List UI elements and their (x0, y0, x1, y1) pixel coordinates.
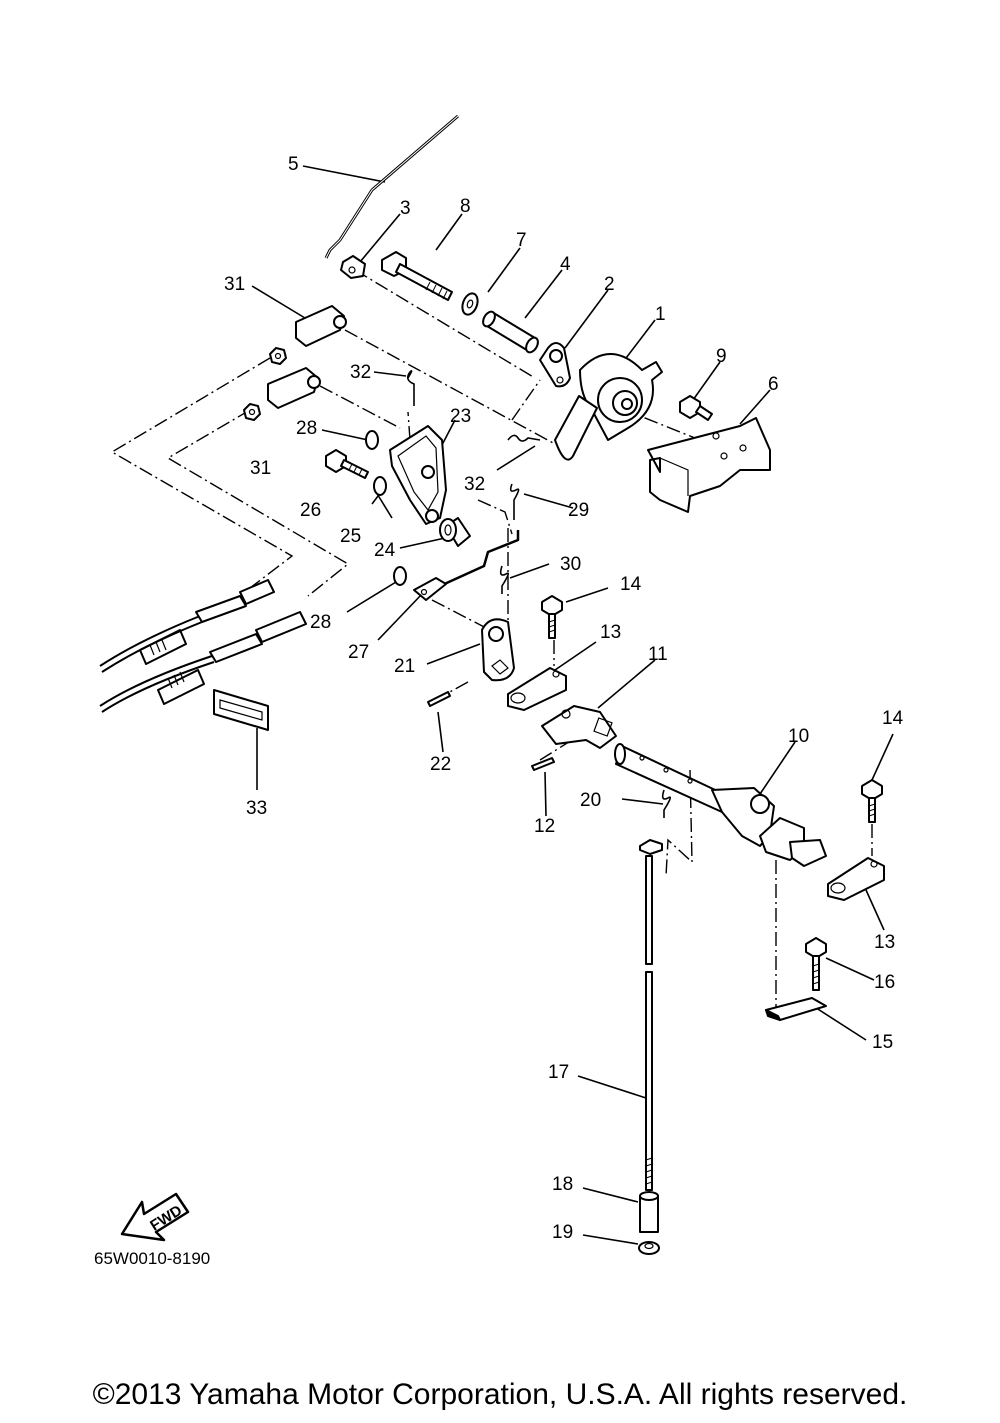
part-17-rod (639, 839, 663, 1191)
callout-32-upper: 32 (350, 362, 371, 383)
part-20-clip (661, 789, 672, 818)
callout-5: 5 (288, 154, 299, 175)
part-2-lever (539, 342, 571, 388)
callout-25: 25 (340, 526, 361, 547)
callout-31-lower: 31 (250, 458, 271, 479)
callout-1: 1 (655, 304, 666, 325)
remote-control-cables (99, 579, 307, 713)
callout-23: 23 (450, 406, 471, 427)
callout-30: 30 (560, 554, 581, 575)
part-23-lever (389, 425, 447, 525)
part-3-link (340, 255, 366, 279)
part-16-screw (805, 937, 827, 991)
callout-20: 20 (580, 790, 601, 811)
callout-27: 27 (348, 642, 369, 663)
part-code: 65W0010-8190 (94, 1249, 210, 1268)
callout-13-lower: 13 (874, 932, 895, 953)
part-33-label (213, 689, 269, 731)
callout-28-lower: 28 (310, 612, 331, 633)
part-27-link-rod (413, 530, 520, 601)
part-26-bolt (325, 449, 369, 479)
callout-22: 22 (430, 754, 451, 775)
callout-2: 2 (604, 274, 615, 295)
part-32-clip-lower (507, 434, 541, 442)
callout-9: 9 (716, 346, 727, 367)
part-18-spacer (639, 1191, 659, 1233)
callout-13-upper: 13 (600, 622, 621, 643)
callout-14-lower: 14 (882, 708, 904, 729)
part-11-lever (541, 705, 617, 749)
part-4-collar (482, 310, 539, 354)
copyright-notice: ©2013 Yamaha Motor Corporation, U.S.A. A… (92, 1378, 908, 1411)
callout-7: 7 (516, 230, 527, 251)
part-30-clip (499, 565, 510, 594)
part-28-washer-lower (393, 566, 407, 586)
callout-28-upper: 28 (296, 418, 317, 439)
part-9-screw (679, 395, 713, 421)
part-31-joint-upper (269, 305, 347, 365)
part-28-washer-upper (365, 430, 379, 450)
callout-8: 8 (460, 196, 471, 217)
part-22-pin (427, 691, 451, 707)
callout-19: 19 (552, 1222, 573, 1243)
callout-6: 6 (768, 374, 779, 395)
callout-4: 4 (560, 254, 571, 275)
part-29-clip (509, 483, 520, 520)
part-12-pin (531, 757, 555, 771)
callout-3: 3 (400, 198, 411, 219)
part-5-rod (324, 114, 459, 259)
part-6-bracket (647, 417, 771, 513)
callout-15: 15 (872, 1032, 893, 1053)
part-25-washer (373, 476, 387, 496)
callout-labels: 5 3 8 7 4 2 1 9 6 31 32 28 23 31 32 29 2… (94, 154, 904, 1268)
part-10-shaft (614, 743, 827, 867)
part-14-bolt-lower (861, 779, 883, 823)
part-1-pulley (554, 353, 663, 461)
part-15-plate (765, 997, 827, 1021)
callout-14-upper: 14 (620, 574, 642, 595)
callout-11: 11 (648, 644, 668, 665)
callout-33: 33 (246, 798, 267, 819)
part-13-clamp-lower (827, 857, 885, 901)
fwd-arrow-icon: FWD (120, 1192, 190, 1242)
callout-12: 12 (534, 816, 555, 837)
callout-18: 18 (552, 1174, 573, 1195)
callout-10: 10 (788, 726, 809, 747)
callout-32-lower: 32 (464, 474, 485, 495)
callout-24: 24 (374, 540, 396, 561)
leader-lines (251, 165, 894, 1245)
part-32-clip-upper (406, 370, 415, 406)
callout-26: 26 (300, 500, 321, 521)
part-14-bolt-upper (541, 595, 563, 639)
part-21-lever (481, 618, 515, 682)
callout-17: 17 (548, 1062, 569, 1083)
part-7-washer (461, 292, 479, 316)
part-8-bolt (381, 251, 453, 301)
part-19-nut (638, 1241, 660, 1255)
part-24-collar (439, 517, 471, 547)
part-31-joint-lower (243, 367, 321, 421)
exploded-parts-diagram: FWD 5 3 8 7 4 2 1 9 6 31 32 28 23 31 32 … (94, 114, 904, 1268)
callout-31-upper: 31 (224, 274, 245, 295)
part-13-clamp-upper (507, 667, 567, 711)
callout-16: 16 (874, 972, 895, 993)
callout-21: 21 (394, 656, 415, 677)
callout-29: 29 (568, 500, 589, 521)
